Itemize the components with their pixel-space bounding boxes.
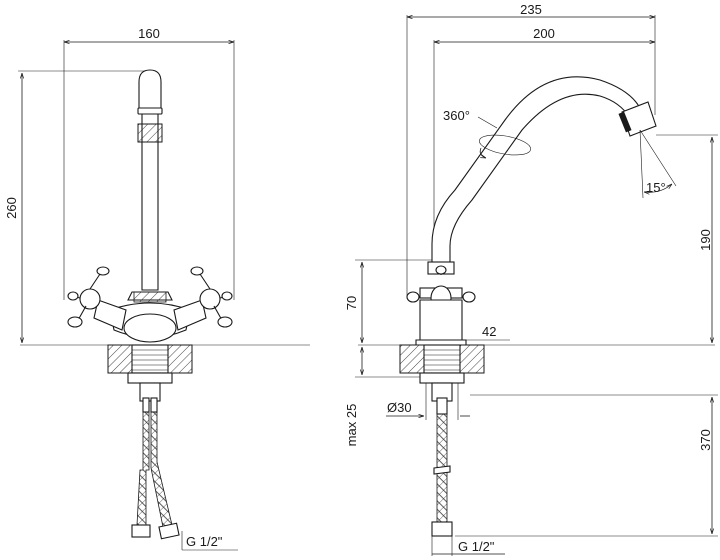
side-spout <box>431 76 641 263</box>
dim-base-offset: 42 <box>482 324 496 339</box>
dim-hole-diameter: Ø30 <box>387 400 412 415</box>
dim-side-spout-reach: 200 <box>533 26 555 41</box>
rotation-label: 360° <box>443 108 470 123</box>
dim-spout-height: 190 <box>698 229 713 251</box>
dim-hose-length: 370 <box>698 429 713 451</box>
dim-body-height: 70 <box>344 296 359 310</box>
tilt-label: 15° <box>646 180 666 195</box>
front-right-handle <box>173 266 233 331</box>
front-spout <box>138 69 162 291</box>
side-thread-label: G 1/2" <box>458 539 495 554</box>
dim-front-width: 160 <box>138 26 160 41</box>
side-view: 235 200 360° 15° 190 <box>344 2 718 556</box>
front-thread-label: G 1/2" <box>186 534 223 549</box>
dim-front-height: 260 <box>4 197 19 219</box>
front-view: 160 260 <box>4 26 310 551</box>
dim-side-total-reach: 235 <box>520 2 542 17</box>
dim-max-thickness: max 25 <box>344 404 359 447</box>
front-left-handle <box>67 266 127 331</box>
